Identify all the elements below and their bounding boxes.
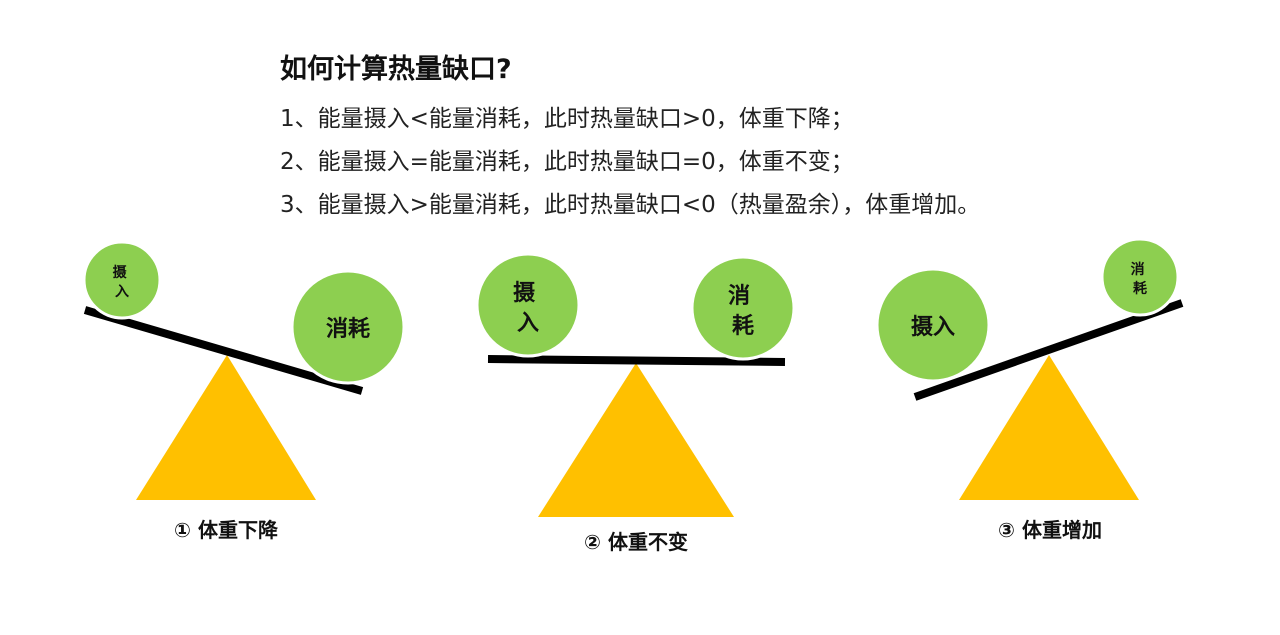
intake-label-2: 摄 入 — [513, 281, 543, 336]
intake-label-3: 摄入 — [911, 315, 955, 340]
consumption-label-1: 消耗 — [326, 316, 370, 342]
intake-label-1: 摄 入 — [113, 264, 132, 300]
explanation-block: 如何计算热量缺口? 1、能量摄入<能量消耗，此时热量缺口>0，体重下降； 2、能… — [280, 52, 1220, 227]
consumption-label-2: 消 耗 — [728, 284, 758, 339]
caption-2: ② 体重不变 — [584, 530, 688, 554]
beam-3 — [913, 299, 1184, 401]
rule-3: 3、能量摄入>能量消耗，此时热量缺口<0（热量盈余），体重增加。 — [280, 192, 981, 218]
caption-1: ① 体重下降 — [174, 518, 279, 542]
caption-3: ③ 体重增加 — [998, 518, 1102, 542]
intake-label-1-char-1: 摄 — [113, 264, 128, 281]
intake-circle-2 — [475, 252, 581, 358]
consumption-label-3-char-1: 消 — [1131, 261, 1145, 278]
intake-circle-3 — [875, 267, 991, 383]
beam-1 — [83, 306, 364, 395]
fulcrum-triangle-2 — [538, 363, 734, 517]
intake-circle-1 — [82, 240, 162, 320]
consumption-label-2-char-2: 耗 — [732, 313, 754, 339]
fulcrum-triangle-1 — [136, 355, 316, 500]
scale-weight-unchanged: 摄 入 消 耗 ② 体重不变 — [475, 252, 796, 554]
scale-weight-increase: 摄入 消 耗 ③ 体重增加 — [875, 237, 1184, 542]
consumption-circle-3 — [1100, 237, 1180, 317]
page-title: 如何计算热量缺口? — [280, 54, 512, 85]
consumption-circle-1 — [290, 269, 406, 385]
consumption-label-3: 消 耗 — [1131, 261, 1150, 297]
consumption-label-2-char-1: 消 — [728, 284, 750, 309]
intake-label-1-char-2: 入 — [115, 284, 129, 300]
rule-1: 1、能量摄入<能量消耗，此时热量缺口>0，体重下降； — [280, 106, 854, 132]
fulcrum-triangle-3 — [959, 355, 1139, 500]
consumption-label-3-char-2: 耗 — [1133, 280, 1147, 297]
intake-label-2-char-2: 入 — [517, 311, 539, 336]
scale-weight-decrease: 摄 入 消耗 ① 体重下降 — [82, 240, 406, 542]
beam-2 — [487, 355, 786, 366]
consumption-circle-2 — [690, 255, 796, 361]
rule-2: 2、能量摄入=能量消耗，此时热量缺口=0，体重不变； — [280, 149, 854, 175]
intake-label-2-char-1: 摄 — [513, 281, 536, 306]
